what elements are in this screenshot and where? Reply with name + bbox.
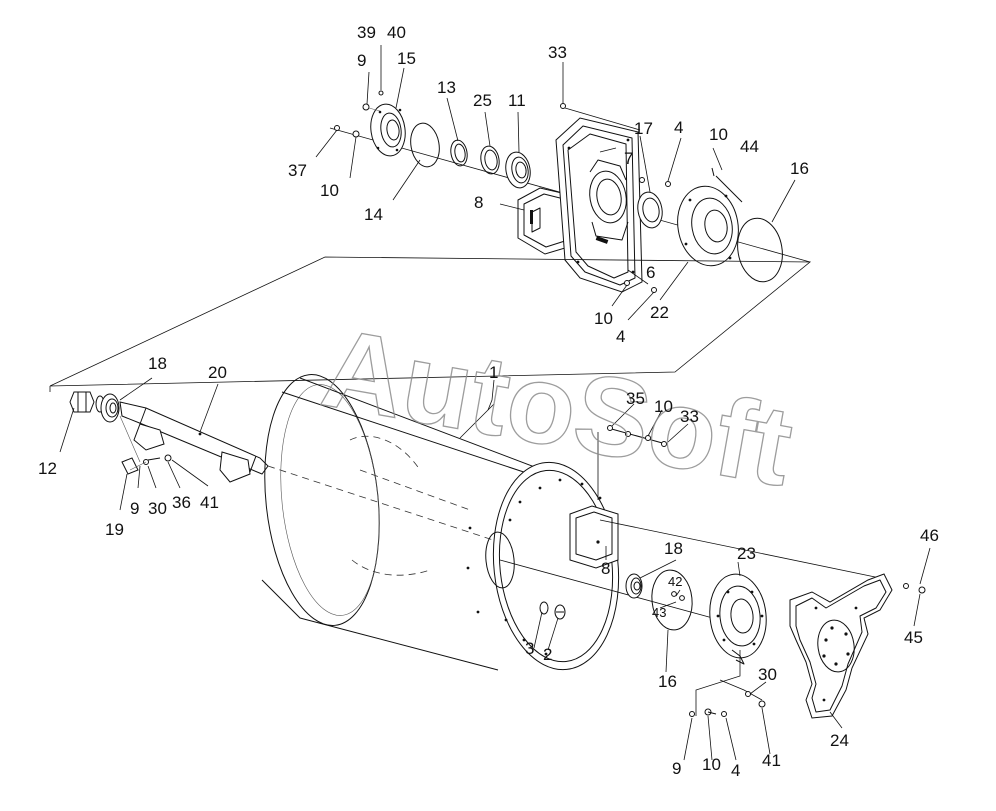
nut-12 [69, 391, 95, 413]
ring-13 [450, 139, 468, 167]
upper-bearing-assembly [315, 45, 811, 321]
drum-1 [261, 374, 620, 671]
callout-4-bottom: 4 [731, 761, 740, 780]
callout-37: 37 [288, 161, 307, 180]
bearing-18-right [625, 573, 643, 599]
bolt-9-top [362, 90, 384, 112]
callout-22: 22 [650, 303, 669, 322]
pin-44 [711, 167, 743, 203]
drain-plug-2 [554, 604, 566, 620]
callout-45: 45 [904, 628, 923, 647]
callout-8-top: 8 [474, 193, 483, 212]
bracket-plate-7 [555, 117, 643, 293]
flange-23 [709, 573, 767, 665]
callout-35: 35 [626, 389, 645, 408]
callout-9-left: 9 [130, 499, 139, 518]
callout-44: 44 [740, 137, 759, 156]
callout-2: 2 [543, 645, 552, 664]
callout-13: 13 [437, 78, 456, 97]
callout-11: 11 [508, 91, 526, 110]
lower-bolt-set [689, 650, 766, 717]
bolt-37 [334, 125, 360, 138]
callout-10-right: 10 [654, 397, 673, 416]
callout-41-left: 41 [200, 493, 219, 512]
callout-6: 6 [646, 263, 655, 282]
frame-outline [49, 256, 812, 387]
ring-25 [480, 145, 500, 175]
callout-41-bottom: 41 [762, 751, 781, 770]
callout-labels: 39 40 9 15 13 25 11 33 17 4 10 44 7 37 1… [38, 23, 939, 780]
callout-36: 36 [172, 493, 191, 512]
callout-30-right: 30 [758, 665, 777, 684]
flange-cover-15 [370, 103, 406, 157]
callout-24: 24 [830, 731, 849, 750]
callout-18-left: 18 [148, 354, 167, 373]
callout-10-bottom: 10 [702, 755, 721, 774]
left-shaft-assembly [49, 377, 561, 563]
callout-39: 39 [357, 23, 376, 42]
end-cover-22 [677, 185, 739, 267]
callout-10-left: 10 [320, 181, 339, 200]
right-end-assembly [499, 519, 931, 761]
callout-3: 3 [525, 639, 534, 658]
callout-30-left: 30 [148, 499, 167, 518]
callout-14: 14 [364, 205, 383, 224]
bolt-45-46 [903, 547, 931, 627]
callout-40: 40 [387, 23, 406, 42]
callout-20: 20 [208, 363, 227, 382]
callout-46: 46 [920, 526, 939, 545]
callout-25: 25 [473, 91, 492, 110]
fasteners-upper [560, 103, 671, 293]
plate-24 [789, 573, 893, 719]
shaft-20 [119, 401, 269, 483]
callout-7: 7 [624, 149, 633, 168]
callout-8-lower: 8 [601, 559, 610, 578]
callout-4-top: 4 [674, 118, 683, 137]
callout-23: 23 [737, 544, 756, 563]
callout-9-top: 9 [357, 51, 366, 70]
callout-12: 12 [38, 459, 57, 478]
callout-16-lower: 16 [658, 672, 677, 691]
disc-16-lower [651, 569, 693, 631]
housing-8-lower [569, 505, 619, 569]
callout-19: 19 [105, 520, 124, 539]
o-ring-14 [410, 122, 440, 168]
callout-18-right: 18 [664, 539, 683, 558]
callout-1: 1 [489, 363, 498, 382]
washer-42 [671, 591, 677, 597]
callout-17: 17 [634, 119, 653, 138]
bolt-43 [679, 595, 685, 601]
callout-16-top: 16 [790, 159, 809, 178]
bearing-18-left [100, 393, 120, 423]
callout-10-top: 10 [709, 125, 728, 144]
callout-33-right: 33 [680, 407, 699, 426]
callout-10-mid: 10 [594, 309, 613, 328]
callout-43: 43 [652, 605, 666, 620]
callout-42: 42 [668, 574, 682, 589]
bracket-19 [119, 415, 172, 475]
washer-3 [539, 601, 549, 615]
callout-33-top: 33 [548, 43, 567, 62]
o-ring-16-upper [737, 217, 783, 283]
fasteners-35-10-33 [597, 403, 689, 500]
callout-9-bottom: 9 [672, 759, 681, 778]
bearing-11 [505, 151, 531, 189]
callout-15: 15 [397, 49, 416, 68]
ring-17 [637, 191, 663, 229]
callout-4-mid: 4 [616, 327, 625, 346]
